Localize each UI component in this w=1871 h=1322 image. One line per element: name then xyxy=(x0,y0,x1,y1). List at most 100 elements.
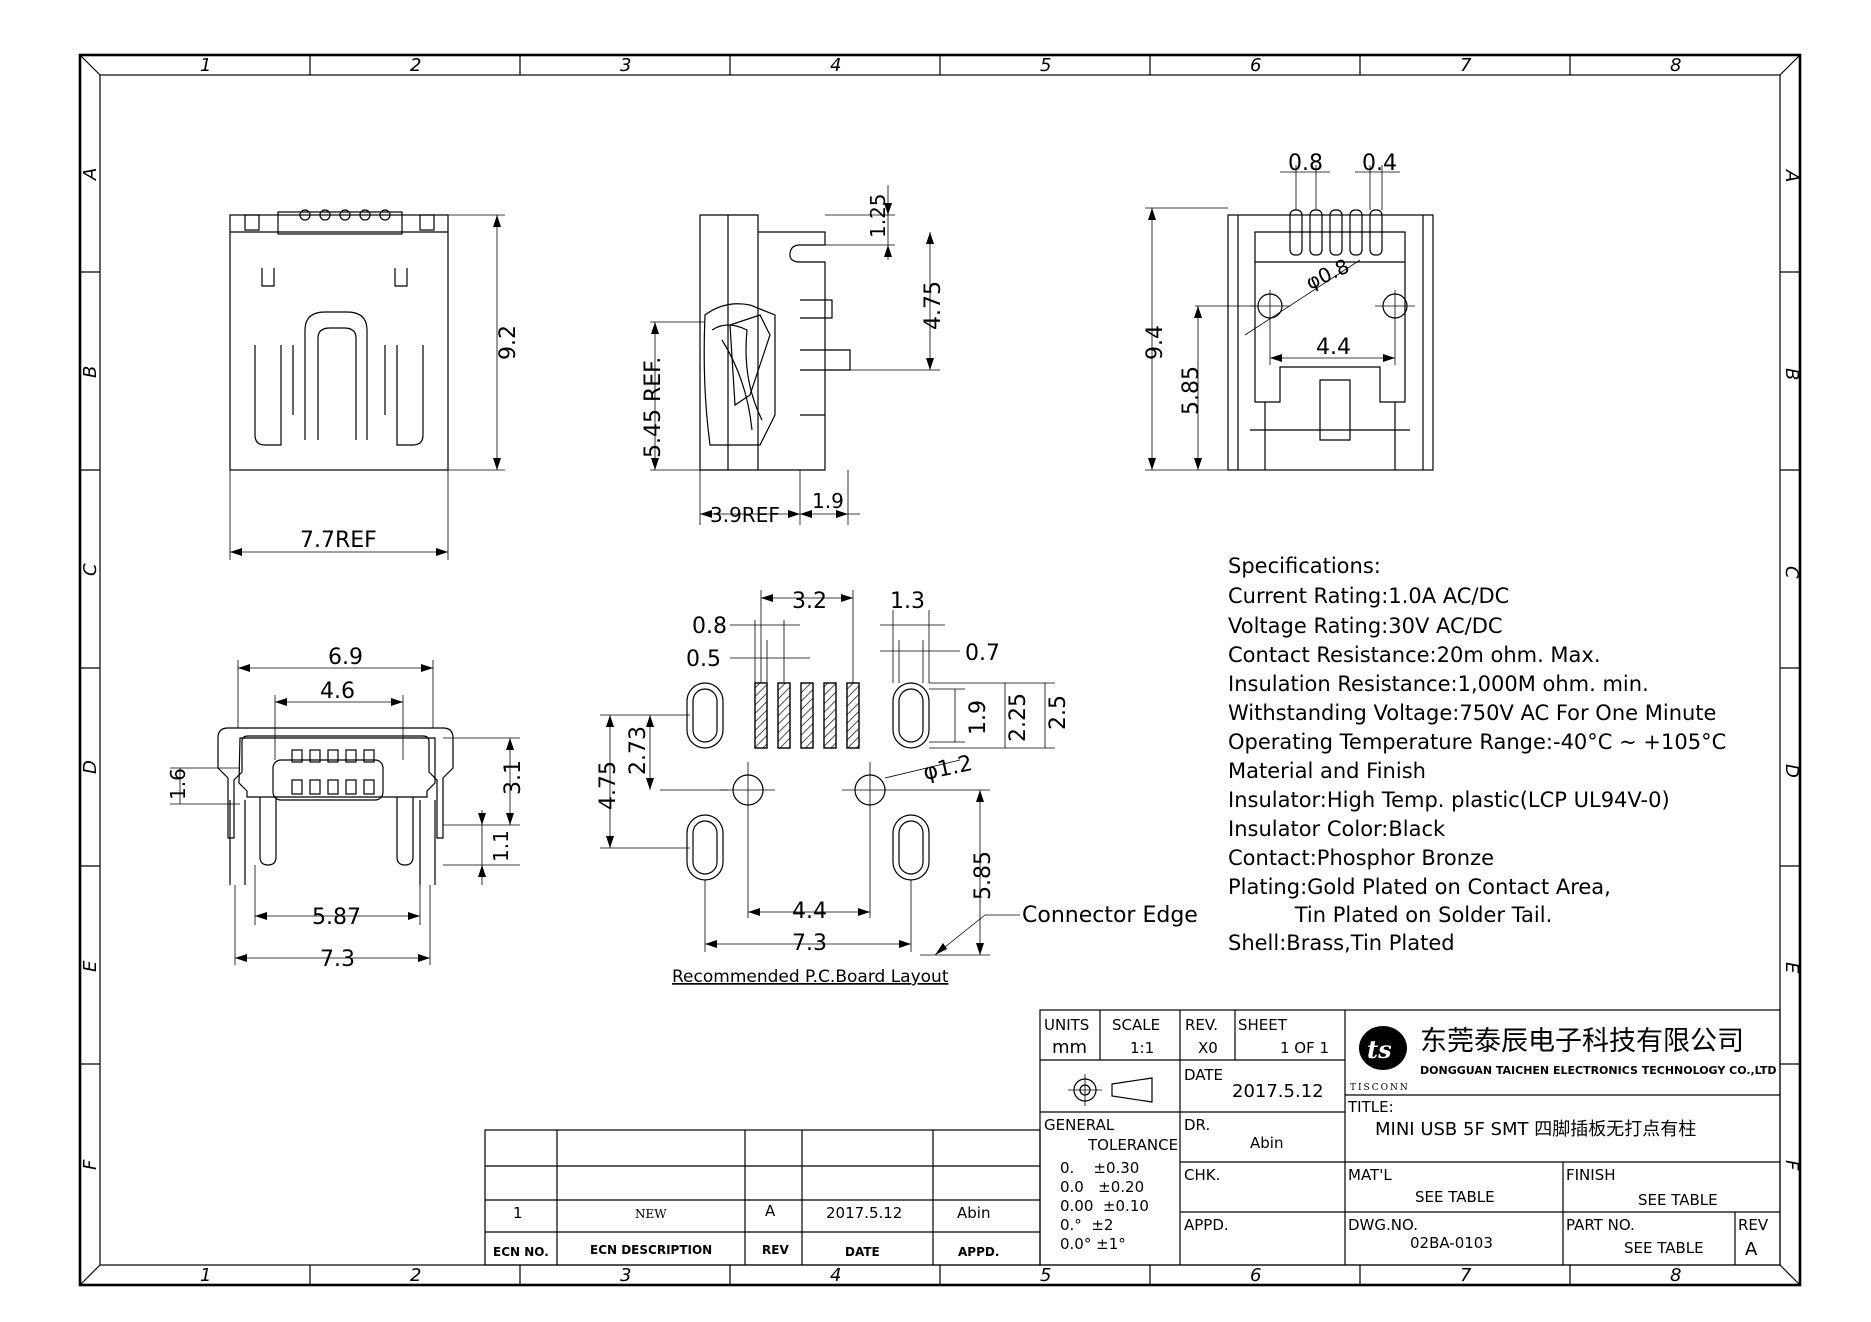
col-label: 5 xyxy=(1040,1265,1051,1286)
part-label: PART NO. xyxy=(1566,1216,1635,1234)
right-view: 0.8 0.4 φ0.8 4.4 9.4 5.85 xyxy=(1143,151,1434,471)
row-label: E xyxy=(1781,962,1802,974)
dr-value: Abin xyxy=(1250,1134,1283,1152)
dim-label: 0.4 xyxy=(1362,151,1397,176)
rev-header: APPD. xyxy=(958,1245,999,1259)
part-value: SEE TABLE xyxy=(1624,1239,1704,1257)
tolerance-label: TOLERANCE xyxy=(1087,1136,1178,1154)
tolerance-line: 0.° ±2 xyxy=(1060,1216,1113,1234)
svg-text:ts: ts xyxy=(1367,1035,1392,1064)
dim-label: 0.5 xyxy=(686,647,721,672)
spec-line: Voltage Rating:30V AC/DC xyxy=(1228,614,1503,638)
dr-label: DR. xyxy=(1184,1116,1210,1134)
title-block: UNITS mm SCALE 1:1 REV. X0 SHEET 1 OF 1 … xyxy=(1039,1009,1781,1266)
row-label: F xyxy=(80,1159,101,1170)
spec-line: Shell:Brass,Tin Plated xyxy=(1228,931,1455,955)
col-label: 3 xyxy=(620,1265,631,1286)
spec-line: Insulator:High Temp. plastic(LCP UL94V-0… xyxy=(1228,788,1670,812)
col-label: 1 xyxy=(200,55,211,76)
specifications: Specifications: Current Rating:1.0A AC/D… xyxy=(1228,554,1726,955)
rev-header: DATE xyxy=(845,1245,880,1259)
row-label: A xyxy=(80,168,101,181)
dim-label: 4.75 xyxy=(596,761,621,810)
col-label: 4 xyxy=(830,1265,841,1286)
spec-line: Contact:Phosphor Bronze xyxy=(1228,846,1494,870)
scale-label: SCALE xyxy=(1112,1016,1160,1034)
rev-header: REV xyxy=(762,1243,789,1257)
dim-label: 3.9REF xyxy=(710,503,780,527)
dwg-label: DWG.NO. xyxy=(1348,1216,1418,1234)
connector-edge-label: Connector Edge xyxy=(1022,903,1198,928)
sheet-label: SHEET xyxy=(1238,1016,1288,1034)
dim-label: 0.8 xyxy=(692,614,727,639)
col-label: 3 xyxy=(620,55,631,76)
finish-value: SEE TABLE xyxy=(1638,1191,1718,1209)
dim-label: 5.45 REF. xyxy=(641,357,666,458)
row-label: A xyxy=(1781,169,1802,182)
row-label: F xyxy=(1781,1160,1802,1171)
appd-label: APPD. xyxy=(1184,1216,1229,1234)
matl-value: SEE TABLE xyxy=(1415,1188,1495,1206)
brand-name: TISCONN xyxy=(1350,1083,1410,1093)
chk-label: CHK. xyxy=(1184,1166,1220,1184)
company-name-cn: 东莞泰辰电子科技有限公司 xyxy=(1420,1026,1744,1057)
sheet-value: 1 OF 1 xyxy=(1280,1039,1329,1057)
dim-label: 0.7 xyxy=(965,641,1000,666)
rev-cell: A xyxy=(765,1202,776,1220)
top-view: 9.2 7.7REF xyxy=(229,209,521,560)
rev-label: REV. xyxy=(1185,1016,1218,1034)
dim-label: 4.4 xyxy=(792,899,827,924)
matl-label: MAT'L xyxy=(1348,1166,1392,1184)
smt-pads xyxy=(754,682,860,749)
dim-label: φ1.2 xyxy=(921,751,975,786)
col-label: 6 xyxy=(1250,1265,1261,1286)
units-label: UNITS xyxy=(1044,1016,1089,1034)
revision-table: ECN NO. ECN DESCRIPTION REV DATE APPD. 1… xyxy=(484,1129,1041,1266)
front-view: 6.9 4.6 1.6 3.1 1.1 5.87 7.3 xyxy=(166,645,526,972)
col-label: 8 xyxy=(1670,1265,1681,1286)
spec-line: Insulation Resistance:1,000M ohm. min. xyxy=(1228,672,1649,696)
dim-label: 7.7REF xyxy=(300,528,377,553)
col-label: 2 xyxy=(410,1265,421,1286)
dim-label: 4.75 xyxy=(921,281,946,330)
col-label: 8 xyxy=(1670,55,1681,76)
dim-label: 1.25 xyxy=(866,193,890,238)
dim-label: 9.2 xyxy=(496,325,521,360)
rev-cell: 2017.5.12 xyxy=(826,1204,902,1222)
projection-symbol-icon xyxy=(1068,1074,1153,1106)
col-label: 5 xyxy=(1040,55,1051,76)
tolerance-line: 0.0 ±0.20 xyxy=(1060,1178,1144,1196)
dim-label: 5.85 xyxy=(971,851,996,900)
general-label: GENERAL xyxy=(1044,1116,1115,1134)
dim-label: 5.85 xyxy=(1179,366,1204,415)
rev-cell: Abin xyxy=(957,1204,990,1222)
tolerance-line: 0. ±0.30 xyxy=(1060,1159,1139,1177)
rev2-value: A xyxy=(1745,1239,1758,1260)
spec-line: Material and Finish xyxy=(1228,759,1426,783)
dim-label: 1.9 xyxy=(966,700,991,735)
spec-line: Insulator Color:Black xyxy=(1228,817,1446,841)
dim-label: 1.3 xyxy=(890,589,925,614)
spec-line: Specifications: xyxy=(1228,554,1381,578)
rev-cell: NEW xyxy=(635,1207,667,1221)
col-label: 6 xyxy=(1250,55,1261,76)
rev2-label: REV xyxy=(1738,1216,1769,1234)
dim-label: 3.1 xyxy=(501,760,526,795)
tolerance-line: 0.00 ±0.10 xyxy=(1060,1197,1149,1215)
drawing-title: MINI USB 5F SMT 四脚插板无打点有柱 xyxy=(1375,1119,1696,1140)
row-label: E xyxy=(80,960,101,972)
dim-label: 9.4 xyxy=(1143,325,1168,360)
dim-label: 6.9 xyxy=(328,645,363,670)
col-label: 7 xyxy=(1460,55,1472,76)
scale-value: 1:1 xyxy=(1130,1039,1154,1057)
col-label: 7 xyxy=(1460,1265,1472,1286)
spec-line: Tin Plated on Solder Tail. xyxy=(1228,903,1552,927)
dim-label: 1.9 xyxy=(812,489,844,513)
dim-label: 2.73 xyxy=(626,726,651,775)
side-view: 1.25 4.75 5.45 REF. 3.9REF 1.9 xyxy=(641,185,946,527)
row-label: D xyxy=(80,760,101,774)
units-value: mm xyxy=(1052,1037,1087,1058)
rev-cell: 1 xyxy=(513,1204,523,1222)
dim-label: 4.4 xyxy=(1316,335,1351,360)
